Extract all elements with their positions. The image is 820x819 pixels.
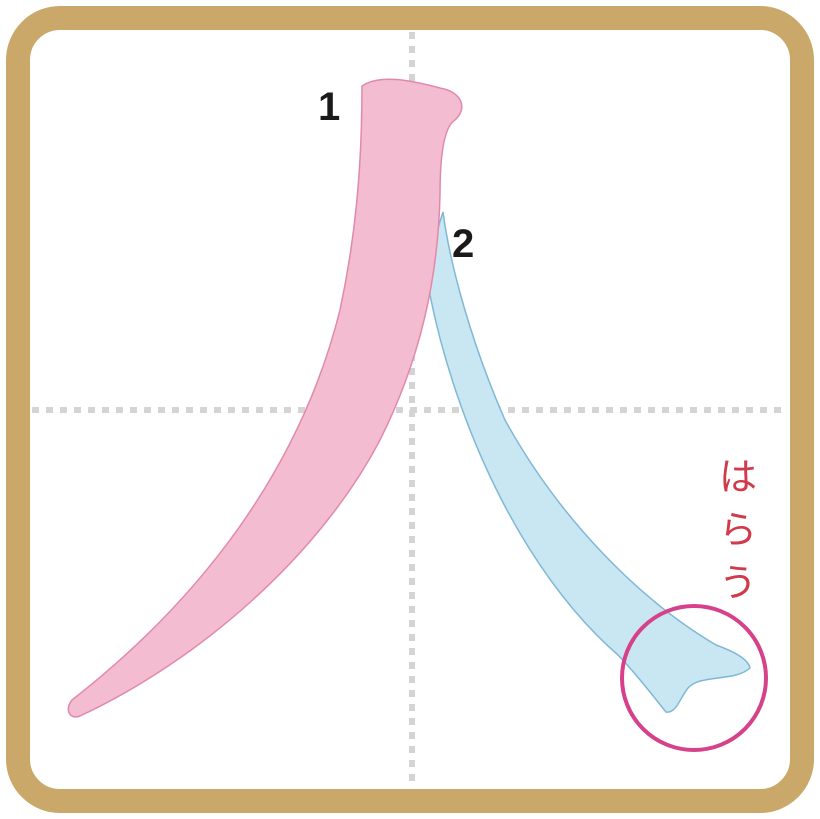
stroke-1-shape — [67, 78, 463, 718]
annotation-char-2: ら — [719, 508, 757, 552]
stroke-number-1: 1 — [318, 85, 340, 129]
stroke-number-2: 2 — [452, 222, 474, 266]
annotation-char-3: う — [719, 561, 757, 605]
circle-highlight-icon — [620, 604, 768, 752]
annotation-char-1: は — [719, 455, 757, 499]
stroke-2-shape — [428, 211, 751, 713]
